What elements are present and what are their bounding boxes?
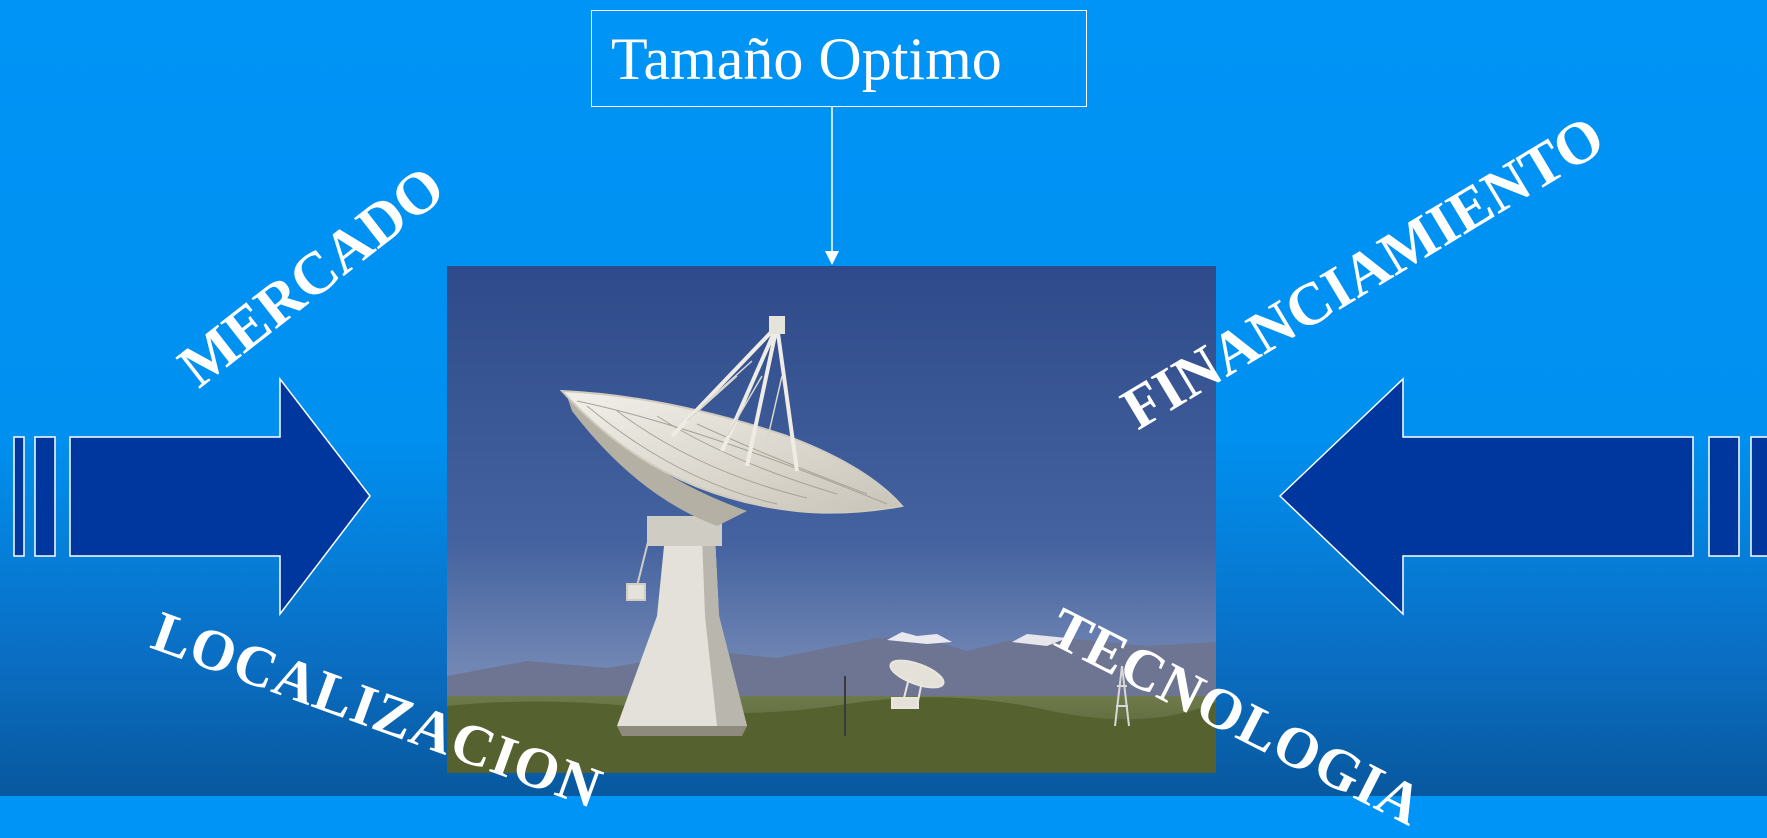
title-text: Tamaño Optimo xyxy=(611,26,1002,92)
title-box: Tamaño Optimo xyxy=(591,10,1087,107)
connector-arrow xyxy=(825,106,839,265)
arrow-right-icon xyxy=(13,376,371,617)
factor-mercado: MERCADO xyxy=(166,152,457,400)
arrow-left-icon xyxy=(1278,377,1767,616)
radio-telescope-image xyxy=(447,266,1216,773)
